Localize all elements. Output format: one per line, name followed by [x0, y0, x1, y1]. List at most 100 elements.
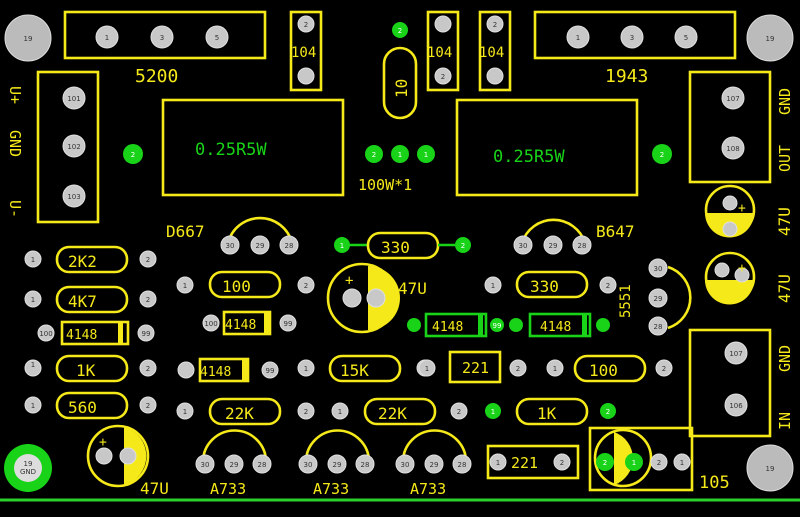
- svg-text:1: 1: [183, 282, 187, 290]
- svg-text:1: 1: [491, 408, 495, 416]
- svg-text:330: 330: [530, 277, 559, 296]
- resistor-big-1: 0.25R5W: [161, 98, 345, 197]
- transistor-a733-1: 30 29 28 A733: [195, 429, 272, 498]
- resistor-560: 1 2 560: [24, 391, 157, 420]
- diode-2: 100 99 4148: [202, 310, 297, 336]
- svg-text:100: 100: [222, 277, 251, 296]
- transistor-b647: 30 29 28 B647: [513, 218, 635, 255]
- cap-221-b: 1 2 221: [486, 444, 580, 480]
- svg-text:221: 221: [511, 454, 538, 472]
- svg-text:560: 560: [68, 398, 97, 417]
- svg-text:104: 104: [291, 45, 316, 61]
- svg-text:28: 28: [654, 323, 663, 331]
- svg-text:30: 30: [654, 265, 663, 273]
- resistor-10: 2 10 2 1 1 100W*1: [358, 22, 435, 194]
- svg-text:GND: GND: [6, 130, 24, 157]
- transistor-5551: 30 29 28 5551: [618, 258, 692, 336]
- svg-text:4148: 4148: [66, 328, 97, 343]
- svg-text:105: 105: [699, 473, 730, 493]
- svg-text:2: 2: [493, 21, 497, 29]
- svg-text:2: 2: [606, 282, 610, 290]
- svg-text:1: 1: [31, 402, 35, 410]
- cap-47u-center: + 47U: [326, 262, 427, 334]
- svg-text:1: 1: [424, 151, 428, 159]
- svg-text:0.25R5W: 0.25R5W: [195, 140, 267, 160]
- transistor-d667: 30 29 28 D667: [166, 216, 299, 255]
- svg-text:102: 102: [67, 143, 80, 151]
- svg-text:1: 1: [31, 256, 35, 264]
- svg-text:29: 29: [333, 461, 342, 469]
- svg-text:99: 99: [284, 320, 293, 328]
- svg-text:1: 1: [31, 361, 35, 369]
- transistor-q1: 1 3 5 5200: [63, 10, 267, 87]
- mount-hole-tl: 19: [4, 14, 52, 62]
- svg-text:B647: B647: [596, 222, 635, 241]
- svg-text:+: +: [99, 435, 107, 450]
- svg-text:2: 2: [146, 296, 150, 304]
- svg-text:GND: GND: [20, 468, 36, 476]
- resistor-22k-a: 1 2 22K: [176, 397, 315, 426]
- svg-text:2: 2: [660, 151, 664, 159]
- svg-text:1: 1: [680, 459, 684, 467]
- svg-text:5: 5: [684, 34, 688, 42]
- svg-text:29: 29: [430, 461, 439, 469]
- svg-text:1K: 1K: [537, 404, 557, 423]
- svg-text:104: 104: [427, 45, 452, 61]
- svg-text:4K7: 4K7: [68, 292, 97, 311]
- svg-text:103: 103: [67, 193, 80, 201]
- svg-text:1: 1: [576, 34, 580, 42]
- svg-text:100: 100: [204, 320, 217, 328]
- svg-text:3: 3: [160, 34, 164, 42]
- cap-104-1: 2 104: [289, 10, 323, 92]
- svg-text:2: 2: [457, 408, 461, 416]
- cap-47u-right-1: + 47U: [704, 184, 794, 238]
- svg-text:47U: 47U: [775, 207, 794, 236]
- svg-text:+: +: [614, 473, 622, 488]
- cap-221-a: 1 2 221: [418, 350, 527, 384]
- transistor-a733-3: 30 29 28 A733: [395, 429, 472, 498]
- svg-text:+: +: [345, 273, 353, 289]
- svg-text:1: 1: [496, 459, 500, 467]
- svg-text:2: 2: [146, 365, 150, 373]
- svg-text:A733: A733: [410, 480, 446, 498]
- transistor-q2: 1 3 5 1943: [533, 10, 737, 87]
- svg-text:101: 101: [67, 95, 80, 103]
- resistor-100a: 1 2 100: [176, 270, 315, 299]
- svg-text:100W*1: 100W*1: [358, 176, 412, 194]
- svg-text:2: 2: [304, 282, 308, 290]
- svg-text:1: 1: [553, 365, 557, 373]
- input-connector: 107 106 GND IN: [688, 328, 794, 438]
- svg-text:2: 2: [606, 408, 610, 416]
- svg-text:A733: A733: [210, 480, 246, 498]
- q1-label: 5200: [135, 66, 178, 87]
- svg-text:47U: 47U: [775, 274, 794, 303]
- svg-text:1: 1: [183, 408, 187, 416]
- svg-text:1K: 1K: [76, 361, 96, 380]
- svg-text:D667: D667: [166, 222, 205, 241]
- svg-text:GND: GND: [776, 345, 794, 372]
- mount-hole-tr: 19: [746, 14, 794, 62]
- svg-text:2K2: 2K2: [68, 252, 97, 271]
- svg-text:2: 2: [146, 256, 150, 264]
- svg-text:2: 2: [372, 151, 376, 159]
- svg-text:1: 1: [398, 151, 402, 159]
- svg-text:0.25R5W: 0.25R5W: [493, 147, 565, 167]
- svg-text:2: 2: [146, 402, 150, 410]
- svg-text:5: 5: [215, 34, 219, 42]
- svg-text:100: 100: [39, 330, 52, 338]
- svg-text:4148: 4148: [432, 320, 463, 335]
- svg-text:1: 1: [338, 408, 342, 416]
- cap-104-2: 2 104: [426, 10, 460, 92]
- svg-text:1: 1: [425, 365, 429, 373]
- svg-text:28: 28: [361, 461, 370, 469]
- diode-3: 99 4148: [177, 357, 279, 383]
- svg-text:1: 1: [31, 296, 35, 304]
- resistor-330b: 1 2 330: [484, 270, 617, 299]
- svg-text:2: 2: [603, 459, 607, 467]
- diode-4: 99 4148: [407, 312, 504, 338]
- svg-text:2: 2: [516, 365, 520, 373]
- svg-text:19: 19: [766, 35, 775, 43]
- svg-text:28: 28: [458, 461, 467, 469]
- svg-text:29: 29: [654, 295, 663, 303]
- svg-text:47U: 47U: [398, 279, 427, 298]
